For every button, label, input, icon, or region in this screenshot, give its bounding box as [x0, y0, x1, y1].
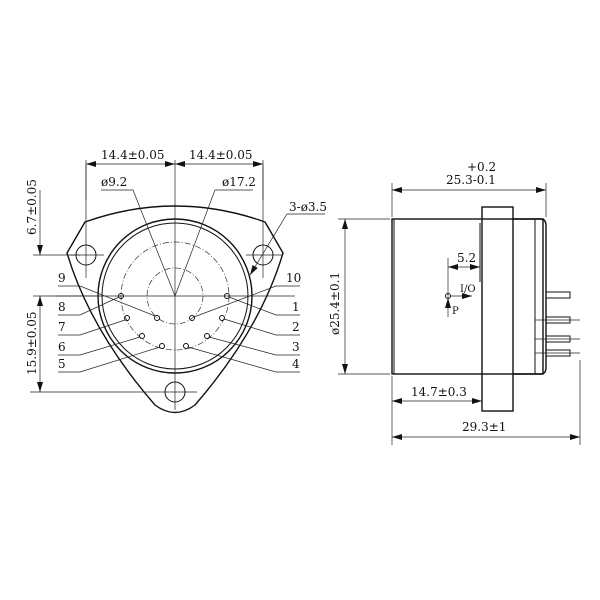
- pin-labels-right: 10 1 2 3 4: [187, 271, 301, 373]
- dim-left-width: 14.4±0.05: [101, 148, 165, 162]
- svg-text:9: 9: [58, 271, 66, 285]
- p-label: P: [452, 306, 459, 317]
- svg-text:6: 6: [58, 340, 66, 354]
- dim-outer-dia: ø17.2: [222, 175, 256, 189]
- dim-diameter: ø25.4±0.1: [328, 272, 342, 335]
- side-pins: [535, 291, 580, 357]
- dim-total-length: 29.3±1: [462, 420, 506, 434]
- pins: [118, 293, 230, 349]
- side-flange: [481, 206, 514, 412]
- dim-mount-holes: 3-ø3.5: [289, 200, 327, 214]
- svg-text:2: 2: [292, 320, 300, 334]
- mount-hole-bottom: [30, 381, 197, 403]
- side-view: +0.2 25.3-0.1 ø25.4±0.1 5.2 I/O P 14.7±0…: [328, 160, 581, 445]
- pin-labels-left: 9 8 7 6 5: [58, 271, 161, 373]
- dim-inner-dia: ø9.2: [101, 175, 127, 189]
- svg-text:5: 5: [58, 357, 66, 371]
- svg-text:7: 7: [58, 320, 66, 334]
- svg-text:8: 8: [58, 300, 66, 314]
- dim-offset: 5.2: [457, 251, 476, 265]
- dim-flange-distance: 14.7±0.3: [411, 385, 467, 399]
- io-label: I/O: [460, 284, 476, 295]
- svg-text:3: 3: [292, 340, 300, 354]
- svg-text:4: 4: [292, 357, 300, 371]
- dim-bottom-vertical: 15.9±0.05: [25, 312, 39, 376]
- side-body: [391, 218, 544, 375]
- svg-text:10: 10: [286, 271, 301, 285]
- flange-outline: [66, 205, 284, 414]
- svg-text:1: 1: [292, 300, 300, 314]
- dim-top-vertical: 6.7±0.05: [25, 179, 39, 235]
- body-inner-circle: [101, 222, 249, 370]
- dim-right-width: 14.4±0.05: [189, 148, 253, 162]
- front-view: 14.4±0.05 14.4±0.05 ø9.2 ø17.2 3-ø3.5 6.…: [25, 148, 327, 414]
- dim-length: 25.3-0.1: [446, 173, 496, 187]
- dim-length-tol: +0.2: [467, 160, 496, 174]
